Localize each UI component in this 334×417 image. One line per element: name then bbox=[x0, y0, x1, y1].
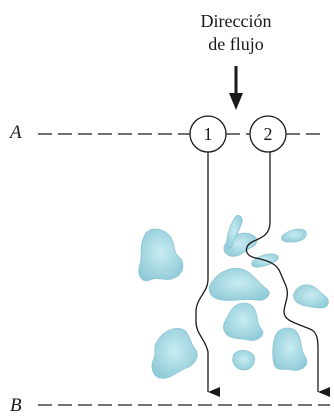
line-b-label: B bbox=[10, 395, 22, 416]
particle bbox=[225, 215, 243, 250]
flow-direction-label-line1: Dirección bbox=[200, 11, 272, 31]
flow-paths bbox=[195, 152, 330, 397]
particle bbox=[293, 284, 329, 309]
particle bbox=[272, 327, 308, 371]
line-a-label: A bbox=[10, 122, 22, 143]
particle bbox=[138, 228, 184, 282]
particle bbox=[208, 268, 270, 301]
soil-particles bbox=[138, 215, 329, 379]
flow-path-1 bbox=[195, 152, 220, 397]
flow-direction-label-line2: de flujo bbox=[208, 34, 264, 54]
flow-direction-arrow bbox=[229, 66, 243, 110]
flow-path-2 bbox=[245, 152, 330, 397]
path-marker-1: 1 bbox=[189, 115, 227, 153]
path-marker-2: 2 bbox=[249, 115, 287, 153]
particle bbox=[232, 350, 255, 371]
path-number-1: 1 bbox=[204, 124, 213, 144]
particle bbox=[281, 228, 307, 243]
path-number-2: 2 bbox=[264, 124, 273, 144]
particle bbox=[151, 328, 198, 379]
particle bbox=[223, 302, 264, 341]
